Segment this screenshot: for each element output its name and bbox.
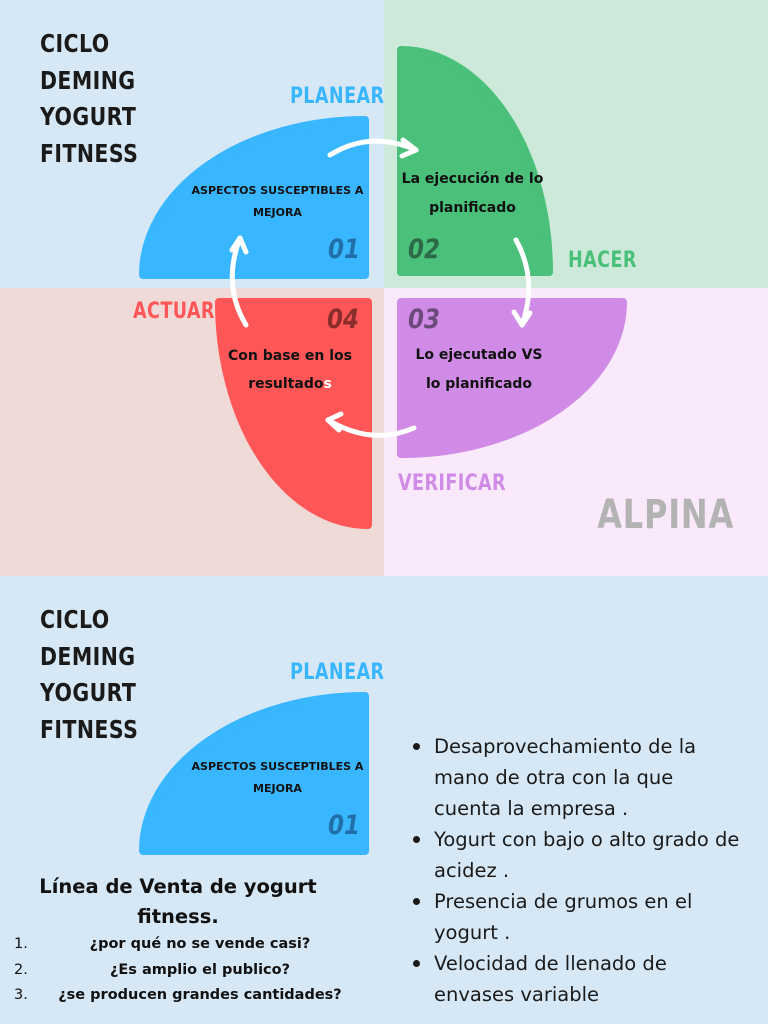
question-item: 3. ¿se producen grandes cantidades? bbox=[10, 983, 370, 1009]
verificar-shape bbox=[397, 298, 627, 458]
bottom-planear-shape bbox=[139, 692, 369, 855]
arrow-actuar-to-planear-head bbox=[229, 235, 249, 255]
issues-bullet-list: Desaprovechamiento de la mano de otra co… bbox=[410, 731, 740, 1010]
question-number: 2. bbox=[14, 961, 28, 978]
hacer-shape-arc bbox=[397, 46, 553, 276]
issue-item: Presencia de grumos en el yogurt . bbox=[410, 886, 740, 948]
bottom-planear-text-line: MEJORA bbox=[253, 782, 302, 795]
issue-item: Desaprovechamiento de la mano de otra co… bbox=[410, 731, 740, 824]
step-number-04: 04 bbox=[327, 304, 359, 335]
bg-bottom-section bbox=[0, 576, 768, 1024]
title-line: FITNESS bbox=[40, 138, 139, 168]
planear-text-line: ASPECTOS SUSCEPTIBLES A bbox=[191, 184, 364, 197]
actuar-text-tail: s bbox=[323, 376, 332, 392]
question-number: 1. bbox=[14, 936, 28, 952]
bottom-planear-text: ASPECTOS SUSCEPTIBLES A MEJORA bbox=[190, 756, 365, 800]
arrow-hacer-to-verificar bbox=[513, 237, 532, 328]
issue-item: Velocidad de llenado de envases variable bbox=[410, 948, 740, 1010]
question-text: ¿se producen grandes cantidades? bbox=[58, 987, 342, 1003]
question-text: ¿Es amplio el publico? bbox=[109, 961, 291, 978]
title-line: CICLO bbox=[40, 29, 110, 58]
arrow-planear-to-hacer bbox=[327, 138, 419, 158]
sales-line-heading: Línea de Venta de yogurt fitness. bbox=[28, 872, 328, 932]
bottom-stage-label-planear: PLANEAR bbox=[290, 660, 385, 685]
title-line: DEMING bbox=[40, 65, 136, 95]
actuar-text-line-2: resultados bbox=[220, 370, 360, 398]
bottom-step-number-01: 01 bbox=[328, 810, 360, 841]
stage-label-hacer: HACER bbox=[568, 248, 637, 273]
heading-line: Línea de Venta de yogurt bbox=[39, 875, 317, 898]
arrow-planear-to-hacer-head bbox=[399, 137, 419, 159]
verificar-text: Lo ejecutado VS lo planificado bbox=[400, 341, 558, 399]
step-number-01: 01 bbox=[328, 234, 360, 265]
pdca-cycle-diagram bbox=[139, 46, 627, 529]
cycle-title: CICLO DEMING YOGURT FITNESS bbox=[40, 26, 138, 172]
actuar-text: Con base en los resultados bbox=[220, 342, 360, 398]
title-line: YOGURT bbox=[40, 102, 137, 131]
heading-line: fitness. bbox=[137, 905, 219, 928]
verificar-text-line: lo planificado bbox=[425, 376, 533, 392]
hacer-text-line: planificado bbox=[429, 200, 516, 216]
arrow-hacer-to-verificar-head bbox=[511, 309, 533, 328]
planear-text-line: MEJORA bbox=[253, 206, 302, 219]
question-item: 2. ¿Es amplio el publico? bbox=[10, 958, 370, 984]
title-line: YOGURT bbox=[40, 678, 137, 707]
arrow-actuar-to-planear bbox=[229, 235, 249, 328]
stage-label-verificar: VERIFICAR bbox=[398, 471, 507, 496]
actuar-text-line: Con base en los bbox=[228, 348, 352, 364]
arrow-verificar-to-actuar-head bbox=[325, 411, 344, 433]
title-line: DEMING bbox=[40, 641, 136, 671]
question-number: 3. bbox=[14, 987, 28, 1003]
hacer-text: La ejecución de lo planificado bbox=[400, 165, 545, 223]
title-line: CICLO bbox=[40, 605, 110, 634]
planear-shape bbox=[139, 116, 369, 279]
title-line: FITNESS bbox=[40, 714, 139, 744]
brand-logo-text: ALPINA bbox=[597, 492, 734, 538]
step-number-02: 02 bbox=[408, 234, 440, 265]
stage-label-planear: PLANEAR bbox=[290, 84, 385, 109]
step-number-03: 03 bbox=[408, 304, 440, 335]
stage-label-actuar: ACTUAR bbox=[133, 299, 215, 324]
bottom-planear-diagram bbox=[139, 692, 369, 855]
bottom-planear-text-line: ASPECTOS SUSCEPTIBLES A bbox=[191, 760, 364, 773]
hacer-text-line: La ejecución de lo bbox=[401, 171, 544, 187]
issue-item: Yogurt con bajo o alto grado de acidez . bbox=[410, 824, 740, 886]
actuar-shape bbox=[215, 298, 372, 529]
actuar-text-main: resultado bbox=[248, 376, 324, 392]
questions-list: 1. ¿por qué no se vende casi? 2. ¿Es ampli… bbox=[10, 932, 370, 1009]
bottom-cycle-title: CICLO DEMING YOGURT FITNESS bbox=[40, 602, 138, 748]
question-item: 1. ¿por qué no se vende casi? bbox=[10, 932, 370, 958]
planear-text: ASPECTOS SUSCEPTIBLES A MEJORA bbox=[190, 180, 365, 224]
verificar-text-line: Lo ejecutado VS bbox=[415, 347, 543, 363]
question-text: ¿por qué no se vende casi? bbox=[89, 936, 311, 952]
